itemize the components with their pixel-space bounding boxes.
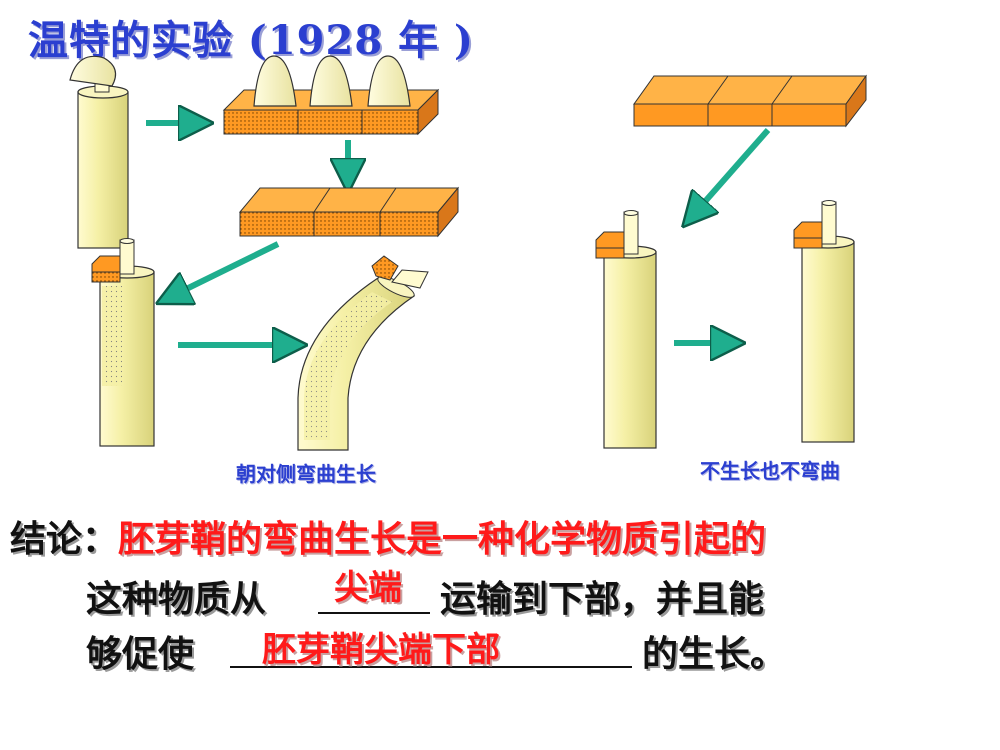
blank-underline-1 — [318, 612, 430, 614]
conclusion-statement: 胚芽鞘的弯曲生长是一种化学物质引起的 — [118, 519, 767, 560]
conclusion-line-1: 结论：胚芽鞘的弯曲生长是一种化学物质引起的 — [10, 510, 766, 562]
bent-coleoptile — [297, 255, 429, 451]
control-coleoptile-2 — [793, 200, 855, 443]
conclusion-line-3-start: 够促使 — [86, 634, 195, 675]
coleoptile-with-tip — [69, 55, 129, 249]
arrow-diagonal-left — [172, 241, 280, 296]
decapitated-coleoptile-treated — [91, 238, 155, 447]
conclusion-line-3-end: 的生长。 — [642, 634, 787, 675]
caption-bends-opposite: 朝对侧弯曲生长 — [236, 462, 376, 486]
conclusion-line-2-end: 运输到下部，并且能 — [440, 579, 765, 620]
slide-title: 温特的实验 (1928 年 ) — [28, 17, 474, 64]
agar-block-with-tips — [222, 55, 440, 136]
caption-no-growth: 不生长也不弯曲 — [700, 459, 840, 483]
conclusion-label: 结论： — [10, 519, 119, 560]
treated-agar-block — [238, 186, 460, 238]
answer-tip: 尖端 — [334, 568, 402, 608]
blank-underline-2 — [230, 666, 632, 668]
conclusion-line-2-start: 这种物质从 — [86, 579, 267, 620]
control-coleoptile-1 — [595, 210, 657, 449]
blank-agar-block — [633, 74, 867, 128]
answer-tip-lower-part: 胚芽鞘尖端下部 — [262, 630, 500, 670]
arrow-diagonal-right — [694, 128, 771, 214]
